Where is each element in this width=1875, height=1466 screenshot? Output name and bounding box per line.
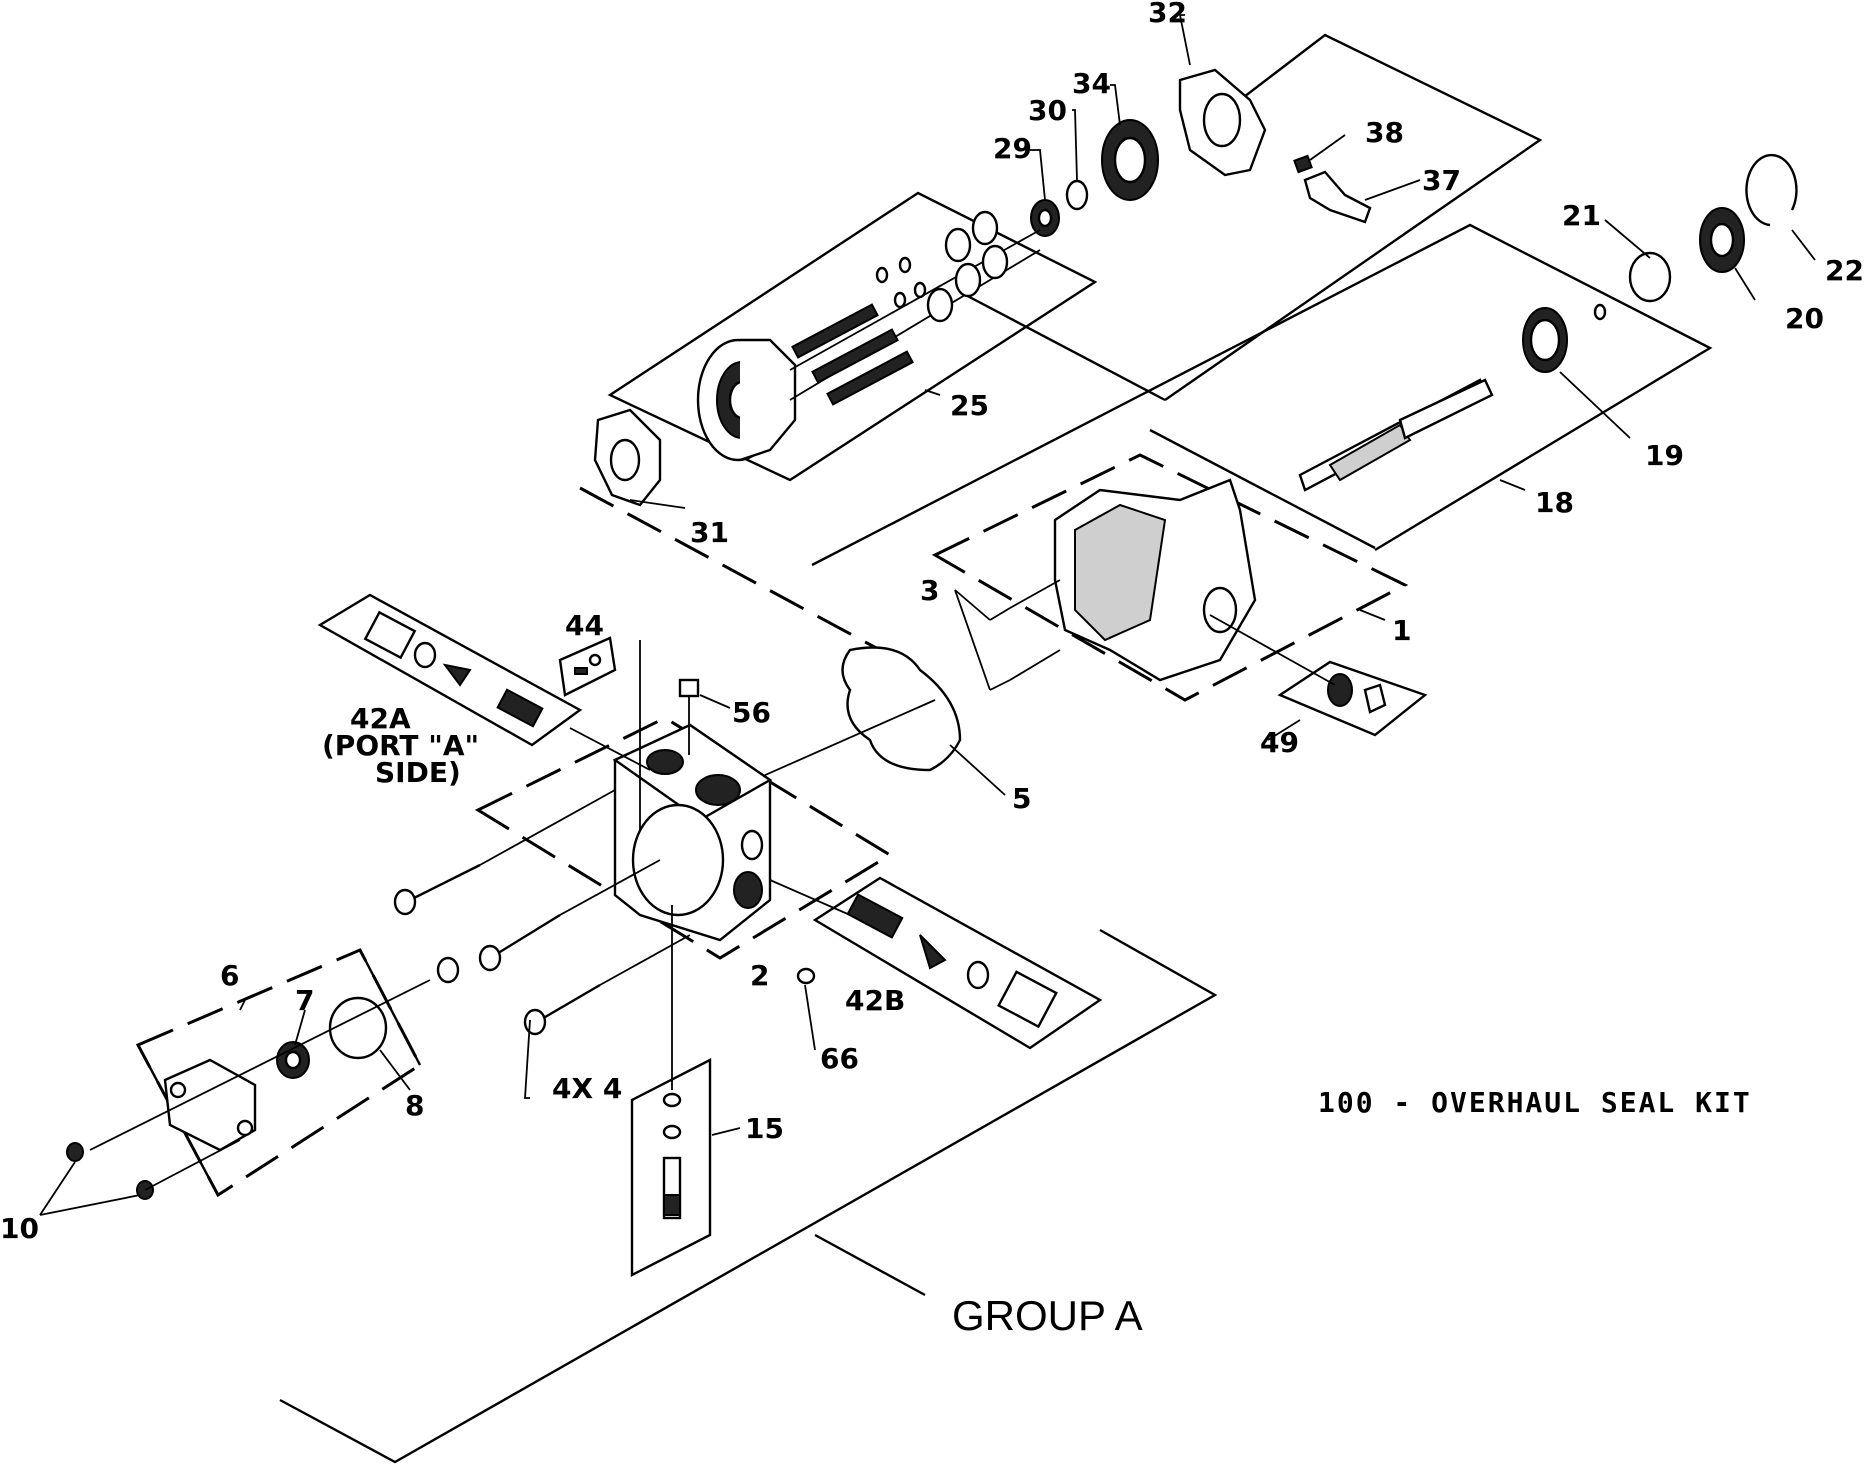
dashed-line-31-to-gasket: [579, 486, 881, 652]
part-22-retaining-ring: [1745, 153, 1798, 227]
part-8-o-ring: [328, 996, 388, 1060]
kit-box-42b: [769, 876, 1103, 1050]
callout-labels: 32 34 30 29 38 37 21 22 20 25 19 18 31 3…: [0, 0, 1864, 1339]
part-20-shaft-seal: [1699, 207, 1745, 273]
line-cover-axis: [89, 979, 431, 1151]
kit-box-upper-right: [959, 33, 1543, 402]
part-31-swash-plate: [593, 408, 662, 507]
part-3-dowel-pins: [989, 579, 1061, 691]
callout-10: 10: [0, 1212, 39, 1245]
callout-3: 3: [920, 574, 939, 607]
part-5-gasket: [841, 646, 962, 772]
part-6-cover: [163, 1058, 257, 1152]
callout-leaders: [39, 14, 1816, 1216]
callout-38: 38: [1365, 116, 1404, 149]
callout-31: 31: [690, 516, 729, 549]
part-25-rotating-kit: [696, 210, 1041, 462]
kit-box-25: [607, 191, 1098, 482]
part-29-nut: [1030, 199, 1060, 237]
kit-box-49: [1209, 614, 1428, 737]
callout-34: 34: [1072, 67, 1111, 100]
part-34-seal: [1101, 119, 1159, 201]
kit-box-44: [558, 636, 641, 830]
part-37-control-shaft: [1303, 170, 1372, 224]
callout-42a-line3: SIDE): [375, 756, 461, 789]
callout-19: 19: [1645, 439, 1684, 472]
kit-box-42a: [317, 593, 651, 771]
part-18-input-shaft: [1298, 378, 1494, 492]
part-38-key: [1293, 154, 1313, 174]
callout-20: 20: [1785, 302, 1824, 335]
part-small-washer: [1593, 303, 1607, 321]
kit-box-15: [630, 905, 712, 1277]
callout-32: 32: [1148, 0, 1187, 29]
callout-44: 44: [565, 609, 604, 642]
callout-42a-line2: (PORT "A": [322, 729, 479, 762]
callout-15: 15: [745, 1112, 784, 1145]
callout-42a-line1: 42A: [350, 702, 411, 735]
part-56-plug: [678, 678, 700, 755]
callout-7: 7: [295, 984, 314, 1017]
callout-21: 21: [1562, 199, 1601, 232]
part-7-gerotor: [276, 1041, 310, 1079]
callout-4: 4X 4: [552, 1072, 622, 1105]
part-4-bolts: [393, 789, 691, 1036]
part-1-housing: [1053, 478, 1257, 682]
part-19-bearing: [1522, 307, 1568, 373]
part-30-retaining-ring: [1065, 179, 1089, 211]
callout-18: 18: [1535, 486, 1574, 519]
group-a-outline: [279, 928, 1218, 1464]
callout-42b: 42B: [845, 984, 905, 1017]
part-21-o-ring: [1628, 251, 1672, 303]
part-2-end-cap: [612, 723, 773, 942]
callout-22: 22: [1825, 254, 1864, 287]
callout-2: 2: [750, 959, 769, 992]
overhaul-seal-kit-note: 100 - OVERHAUL SEAL KIT: [1318, 1086, 1752, 1119]
callout-1: 1: [1392, 614, 1411, 647]
part-10-cap-screws: [66, 1139, 241, 1200]
callout-30: 30: [1028, 94, 1067, 127]
part-66-screw: [796, 967, 816, 985]
callout-29: 29: [993, 132, 1032, 165]
callout-6: 6: [220, 959, 239, 992]
callout-66: 66: [820, 1042, 859, 1075]
kit-box-1: [931, 428, 1409, 702]
group-title: GROUP A: [952, 1292, 1143, 1339]
callout-56: 56: [732, 696, 771, 729]
callout-37: 37: [1422, 164, 1461, 197]
callout-49: 49: [1260, 726, 1299, 759]
callout-25: 25: [950, 389, 989, 422]
kit-box-18: [811, 223, 1713, 567]
callout-5: 5: [1012, 782, 1031, 815]
part-32-end-cap: [1178, 68, 1267, 177]
callout-8: 8: [405, 1089, 424, 1122]
